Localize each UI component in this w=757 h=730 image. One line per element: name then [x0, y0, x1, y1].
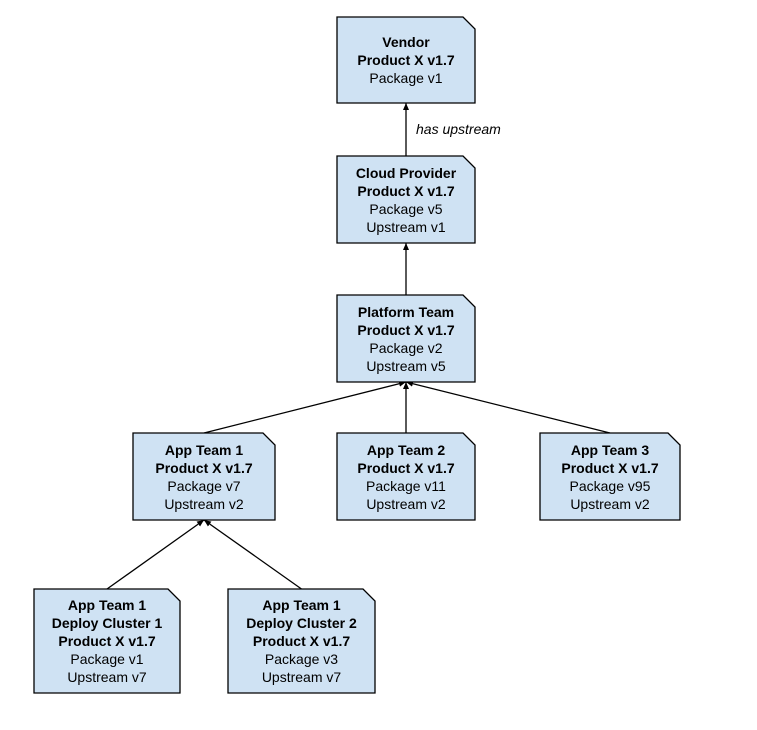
- node-shape-app2: [336, 432, 476, 521]
- node-deploy2: App Team 1 Deploy Cluster 2 Product X v1.7…: [228, 589, 375, 693]
- node-detail-line: Package v1: [70, 651, 144, 667]
- edge-app1-to-platform: [203, 380, 407, 434]
- node-title-line: Deploy Cluster 2: [246, 615, 357, 631]
- node-title-line: Platform Team: [357, 303, 455, 320]
- node-title-line: Product X v1.7: [58, 633, 156, 649]
- node-detail-line: Package v1: [369, 70, 443, 86]
- node-detail-line: Upstream v7: [261, 669, 342, 685]
- node-title-line: App Team 2: [366, 441, 446, 458]
- node-title-line: Vendor: [382, 34, 430, 50]
- node-shape-app3: [539, 432, 681, 521]
- node-title-line: Deploy Cluster 1: [51, 615, 163, 631]
- node-shape-cloud: [336, 155, 476, 244]
- node-shape-app1: [132, 432, 276, 521]
- node-title-line: Product X v1.7: [561, 459, 659, 476]
- node-title-line: Product X v1.7: [155, 459, 253, 476]
- node-detail-line: Upstream v5: [366, 357, 446, 374]
- node-deploy1: App Team 1 Deploy Cluster 1 Product X v1.7…: [34, 589, 180, 693]
- node-detail-line: Upstream v1: [366, 218, 446, 235]
- edge-label-has-upstream: has upstream: [416, 121, 501, 137]
- edge-deploy2-to-app1: [203, 519, 302, 590]
- node-title-line: Cloud Provider: [355, 164, 457, 181]
- node-detail-line: Upstream v2: [164, 495, 244, 512]
- node-detail-line: Upstream v7: [67, 669, 147, 685]
- edge-app3-to-platform: [405, 380, 611, 434]
- node-title-line: Product X v1.7: [252, 633, 351, 649]
- node-title-line: App Team 1: [67, 597, 147, 613]
- node-title-line: App Team 3: [570, 441, 650, 458]
- node-detail-line: Package v2: [369, 339, 443, 356]
- node-title-line: Product X v1.7: [357, 182, 455, 199]
- node-detail-line: Package v11: [366, 477, 446, 494]
- node-title-line: Product X v1.7: [357, 321, 455, 338]
- node-shape-deploy1: [33, 588, 181, 694]
- node-detail-line: Upstream v2: [366, 495, 446, 512]
- node-shape-vendor: [336, 16, 476, 104]
- node-detail-line: Package v7: [167, 477, 241, 494]
- node-title-line: App Team 1: [262, 597, 341, 613]
- node-detail-line: Package v5: [369, 200, 443, 217]
- node-detail-line: Package v3: [264, 651, 339, 667]
- node-detail-line: Package v95: [569, 477, 651, 494]
- node-detail-line: Upstream v2: [570, 495, 650, 512]
- edge-deploy1-to-app1: [106, 519, 205, 590]
- node-title-line: App Team 1: [164, 441, 244, 458]
- node-title-line: Product X v1.7: [357, 52, 455, 68]
- node-title-line: Product X v1.7: [357, 459, 455, 476]
- node-shape-platform: [336, 294, 476, 383]
- node-shape-deploy2: [227, 588, 376, 694]
